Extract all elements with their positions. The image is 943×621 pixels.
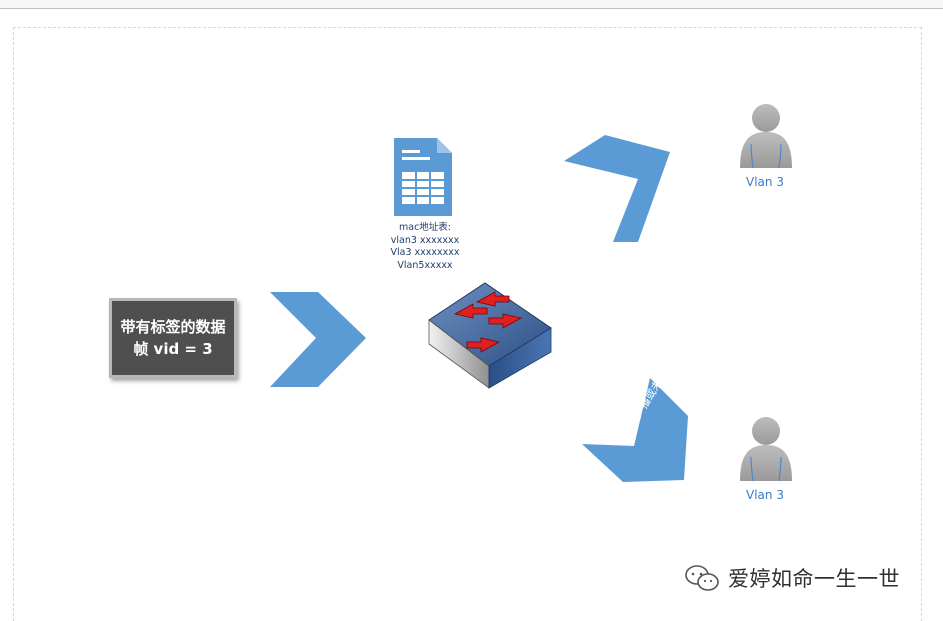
diagram-canvas: [13, 27, 922, 621]
watermark: 爱婷如命一生一世: [684, 563, 900, 593]
frame-box-line1: 带有标签的数据: [120, 318, 226, 336]
mac-table-document-icon: [394, 138, 452, 216]
mac-table-row: vlan3 xxxxxxx: [390, 234, 460, 246]
frame-box-line2: 帧 vid = 3: [133, 340, 213, 358]
mac-table-text: mac地址表: vlan3 xxxxxxx Vla3 xxxxxxxx Vlan…: [373, 222, 477, 272]
window-top-border: [0, 0, 943, 9]
switch-icon: [428, 282, 552, 389]
tagged-frame-box: 带有标签的数据 帧 vid = 3: [109, 298, 237, 378]
mac-table-row: Vlan5xxxxx: [397, 259, 453, 271]
mac-table-title: mac地址表:: [399, 222, 451, 233]
user-icon: [740, 104, 792, 169]
forward-arrow-down-icon: [582, 378, 688, 482]
watermark-text: 爱婷如命一生一世: [728, 567, 900, 591]
user-vlan-label: Vlan 3: [746, 175, 784, 189]
user-vlan-label: Vlan 3: [746, 488, 784, 502]
forward-arrow-up-icon: [564, 135, 670, 242]
chevron-arrow-icon: [270, 292, 366, 387]
user-icon: [740, 417, 792, 482]
wechat-icon: [685, 565, 719, 591]
mac-table-row: Vla3 xxxxxxxx: [390, 247, 460, 258]
